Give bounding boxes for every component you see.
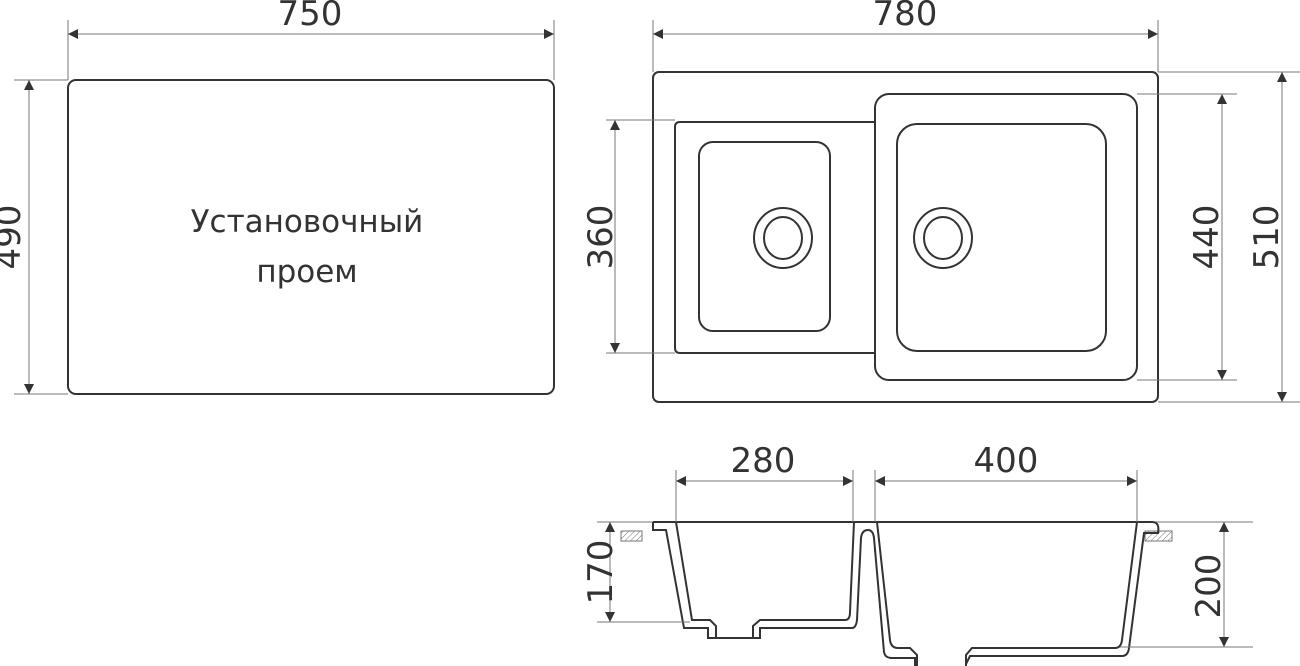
large-bowl-section-inner: [876, 521, 1138, 666]
small-bowl-rim: [674, 121, 875, 354]
cutout-outline: [67, 79, 555, 395]
small-bowl-basin: [698, 141, 831, 332]
large-drain-outer: [913, 207, 973, 269]
cutout-width-label: 750: [278, 0, 343, 34]
cutout-view: [14, 20, 555, 395]
cutout-height-label: 490: [0, 205, 29, 270]
large-bowl-height-label: 440: [1187, 205, 1227, 270]
small-drain-inner: [763, 216, 803, 260]
small-drain-outer: [753, 207, 813, 269]
small-bowl-depth-label: 170: [581, 540, 621, 605]
large-drain-inner: [923, 216, 963, 260]
large-bowl-basin: [896, 123, 1107, 352]
countertop-left: [620, 530, 643, 542]
top-view: [606, 20, 1300, 403]
sink-section-outer: [652, 522, 916, 666]
small-bowl-section-inner: [675, 521, 855, 637]
sink-outer-outline: [652, 71, 1159, 403]
large-bowl-section-outer: [653, 521, 1160, 666]
large-bowl-rim: [874, 93, 1138, 381]
cutout-label-line2: проем: [256, 254, 357, 290]
cutout-label-line1: Установочный: [191, 204, 424, 240]
small-bowl-width-label: 280: [731, 441, 796, 481]
large-bowl-depth-label: 200: [1189, 554, 1229, 619]
overall-height-label: 510: [1247, 205, 1287, 270]
small-bowl-height-label: 360: [581, 205, 621, 270]
section-view: [597, 470, 1253, 666]
overall-width-label: 780: [873, 0, 938, 34]
large-bowl-width-label: 400: [974, 441, 1039, 481]
